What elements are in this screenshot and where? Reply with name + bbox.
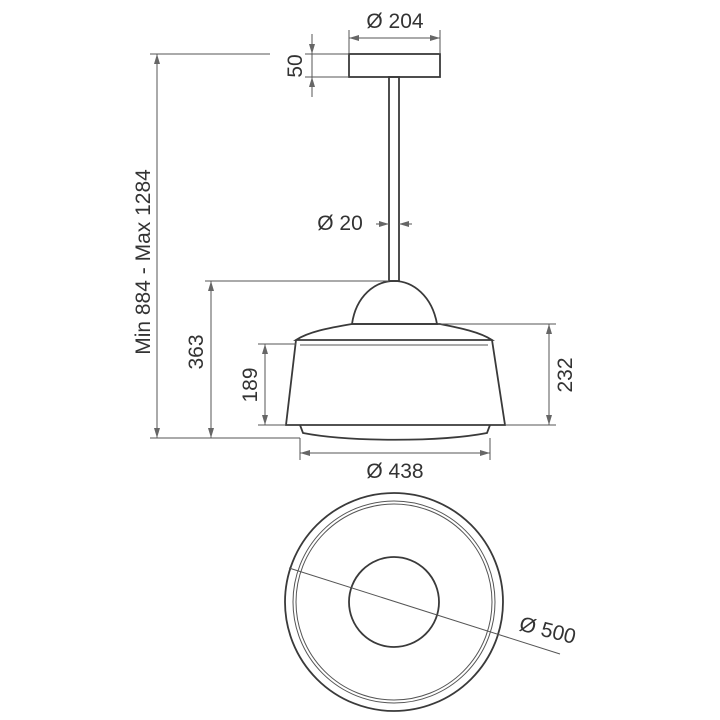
shade-height-label: 189	[239, 367, 262, 402]
canopy	[348, 53, 441, 78]
dimensions: Ø 204 50 Ø 20 Min 884 - Max 1284 363 189…	[132, 10, 577, 483]
diameter-line	[288, 567, 561, 655]
inner-ring-2	[295, 503, 493, 701]
outer-ring	[284, 492, 504, 712]
dome	[350, 280, 439, 325]
total-height-label: Min 884 - Max 1284	[132, 169, 155, 355]
shade-top	[293, 323, 495, 341]
rod-diameter-label: Ø 20	[317, 212, 363, 235]
plan-view: Ø 500	[284, 492, 578, 712]
shade-body	[284, 339, 507, 426]
bottom-diameter-label: Ø 438	[366, 460, 423, 483]
inner-ring	[292, 500, 496, 704]
canopy-diameter-label: Ø 204	[366, 10, 424, 33]
rod	[388, 76, 400, 282]
diffuser	[299, 424, 491, 441]
side-view	[284, 53, 507, 441]
center-circle	[348, 556, 440, 648]
lamp-height-label: 363	[185, 334, 208, 369]
body-height-label: 232	[554, 357, 577, 392]
canopy-height-label: 50	[284, 54, 307, 77]
